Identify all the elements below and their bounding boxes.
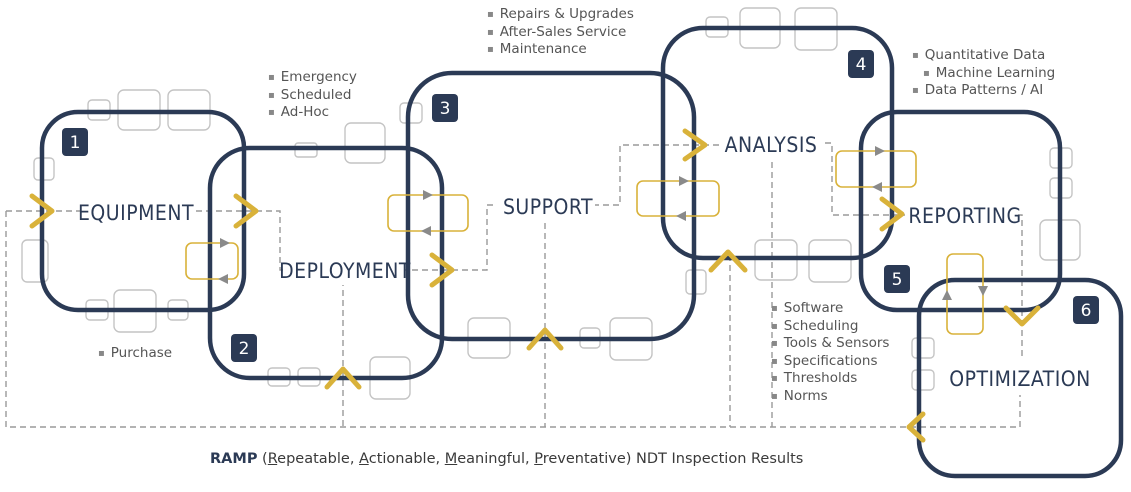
svg-text:4: 4 <box>856 55 867 75</box>
chevron-down-icon <box>1003 305 1041 327</box>
stage-number-badge: 2 <box>231 334 257 362</box>
note-item: Maintenance <box>487 41 634 59</box>
stage-number-badge: 6 <box>1073 296 1099 324</box>
ramp-caption: RAMP (Repeatable, Actionable, Meaningful… <box>210 451 804 467</box>
chevron-left-icon <box>906 411 926 443</box>
chevron-up-icon <box>324 366 362 390</box>
chevron-right-icon <box>429 252 455 288</box>
note-item: Scheduling <box>771 318 889 336</box>
deployment-notes: Emergency Scheduled Ad-Hoc <box>268 69 357 122</box>
stage-labels: EQUIPMENT DEPLOYMENT SUPPORT ANALYSIS RE… <box>78 129 1091 393</box>
equipment-notes: Purchase <box>98 345 172 363</box>
svg-text:6: 6 <box>1081 301 1092 321</box>
note-item: Emergency <box>268 69 357 87</box>
analysis-notes: Software Scheduling Tools & Sensors Spec… <box>771 300 890 406</box>
stage-number-badge: 1 <box>62 128 88 156</box>
note-item: After-Sales Service <box>487 24 634 42</box>
stage-badges: 1 2 3 4 5 6 <box>62 50 1099 362</box>
stage-label-support: SUPPORT <box>503 195 593 219</box>
loop-arrowheads <box>218 146 988 300</box>
note-item: Ad-Hoc <box>268 104 357 122</box>
box-equipment <box>39 109 247 313</box>
note-item: Data Patterns / AI <box>912 82 1055 100</box>
stage-number-badge: 5 <box>884 265 910 293</box>
reporting-notes: Quantitative Data Machine Learning Data … <box>912 47 1055 100</box>
support-notes: Repairs & Upgrades After-Sales Service M… <box>487 6 634 59</box>
note-item: Purchase <box>98 345 172 363</box>
chevron-right-icon <box>29 193 55 229</box>
chevron-up-icon <box>708 249 748 273</box>
note-item: Thresholds <box>771 370 889 388</box>
note-item: Norms <box>771 388 889 406</box>
svg-text:2: 2 <box>239 339 250 359</box>
svg-text:1: 1 <box>70 133 81 153</box>
note-item: Machine Learning <box>912 65 1055 83</box>
box-reporting <box>858 109 1063 313</box>
svg-text:5: 5 <box>892 270 903 290</box>
chevron-icons <box>29 128 1041 443</box>
box-analysis <box>660 25 895 261</box>
stage-label-analysis: ANALYSIS <box>725 133 818 157</box>
chevron-up-icon <box>526 327 564 351</box>
stage-label-deployment: DEPLOYMENT <box>279 259 411 283</box>
note-item: Quantitative Data <box>912 47 1055 65</box>
note-item: Software <box>771 300 889 318</box>
note-item: Scheduled <box>268 87 357 105</box>
stage-number-badge: 3 <box>432 94 458 122</box>
note-item: Repairs & Upgrades <box>487 6 634 24</box>
chevron-right-icon <box>682 128 708 162</box>
note-item: Specifications <box>771 353 889 371</box>
stage-boxes <box>39 25 1124 479</box>
chevron-right-icon <box>233 193 259 229</box>
stage-label-optimization: OPTIMIZATION <box>949 367 1091 391</box>
note-item: Tools & Sensors <box>771 335 890 353</box>
stage-label-reporting: REPORTING <box>908 204 1021 228</box>
stage-number-badge: 4 <box>848 50 874 78</box>
chevron-right-icon <box>879 196 905 232</box>
svg-text:3: 3 <box>440 99 451 119</box>
stage-label-equipment: EQUIPMENT <box>78 201 194 225</box>
box-optimization <box>916 277 1124 479</box>
